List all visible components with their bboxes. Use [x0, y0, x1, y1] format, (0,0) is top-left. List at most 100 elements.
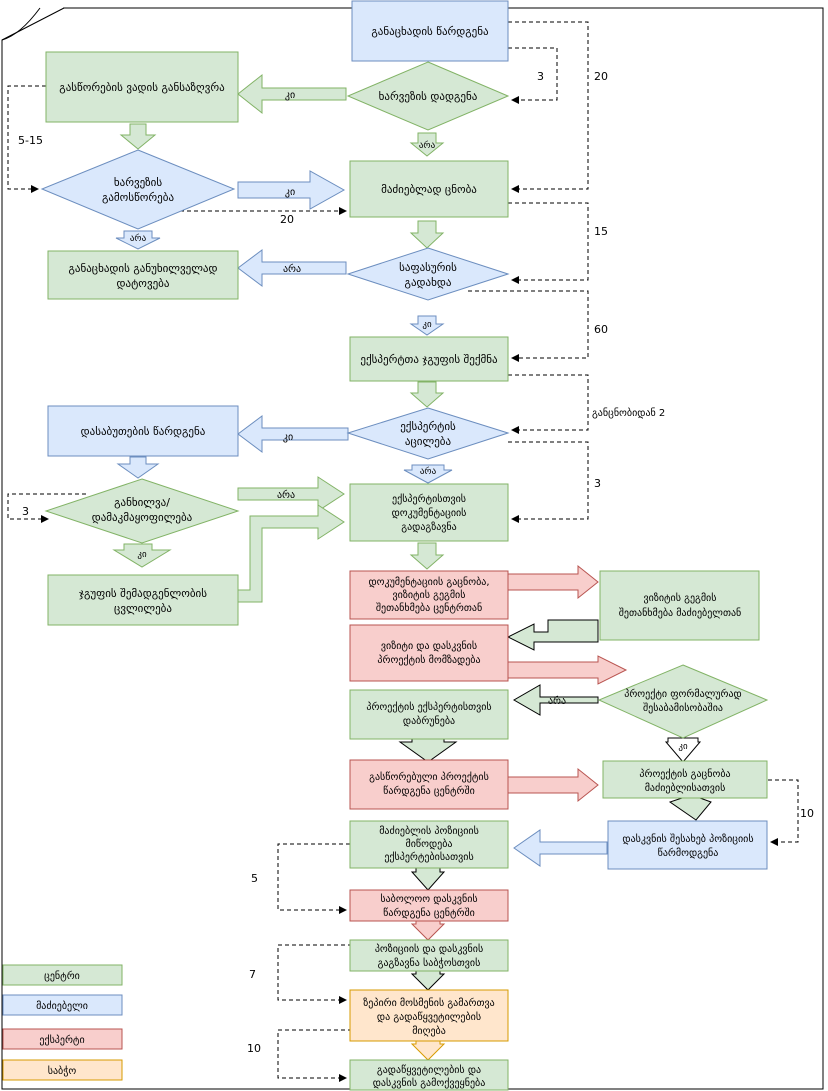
- node-set-fix-deadline: გასწორების ვადის განსაზღვრა: [45, 51, 239, 123]
- node-decision-publish-line-1: გადაწყვეტილების და: [377, 1064, 481, 1076]
- legend: ცენტრი მაძიებელი ექსპერტი საბჭო: [2, 964, 123, 1081]
- arrow-yes-fee: [409, 315, 445, 336]
- node-position-to-experts-line-2: მიწოდება: [406, 838, 453, 850]
- number-20b: 20: [280, 213, 294, 226]
- arrow-down-2: [409, 220, 445, 249]
- connector-3c: [7, 493, 86, 523]
- number-3a: 3: [537, 70, 544, 83]
- decision-cost-fix-line-2: გამოსწორება: [102, 191, 174, 204]
- number-5: 5: [251, 872, 258, 885]
- node-docs-to-experts-line-1: ექსპერტისთვის: [392, 493, 466, 505]
- node-project-to-applicant-line-2: მაძიებლისათვის: [645, 782, 726, 794]
- node-applicant-notice-text: მაძიებლად ცნობა: [381, 183, 477, 196]
- label-no-fee: არა: [283, 263, 301, 275]
- node-group-composition-change: ჯგუფის შემადგენლობის ცვლილება: [47, 574, 239, 626]
- node-hearing-line-1: ზეპირი მოსმენის გამართვა: [363, 997, 494, 1009]
- node-final-report-line-1: საბოლოო დასკვნის: [380, 893, 477, 905]
- label-yes-1: კი: [285, 90, 295, 101]
- decision-fee-paid-line-1: საფასურის: [399, 261, 457, 274]
- connector-after2: [508, 374, 589, 434]
- node-position-to-experts-line-1: მაძიებლის პოზიციის: [379, 825, 479, 837]
- node-decision-publish-line-2: დასკვნის გამოქვეყნება: [373, 1077, 486, 1089]
- decision-cost-determination-text: ხარვეზის დადგენა: [379, 90, 478, 103]
- label-yes-discussion: კი: [137, 550, 147, 560]
- node-justification-submit-text: დასაბუთების წარდგენა: [81, 425, 206, 438]
- arrow-left-position: [513, 829, 608, 867]
- arrow-right-group: [237, 504, 345, 603]
- arrow-left-bend: [506, 619, 599, 651]
- arrow-left-yes-1: [237, 73, 347, 115]
- number-3b: 3: [594, 477, 601, 490]
- node-position-to-experts: მაძიებლის პოზიციის მიწოდება ექსპერტებისა…: [349, 820, 509, 869]
- connector-15: [508, 202, 589, 284]
- arrow-no-2: [115, 230, 161, 250]
- decision-project-compliant-line-1: პროექტი ფორმალურად: [624, 688, 741, 700]
- decision-expert-challenge: ექსპერტის აცილება: [346, 407, 510, 460]
- connector-10b: [277, 1029, 352, 1082]
- arrow-down-7: [410, 970, 446, 991]
- label-no-discussion: არა: [277, 489, 295, 501]
- node-conclusion-position-line-1: დასკვნის შესახებ პოზიციის: [622, 833, 753, 845]
- number-5-15: 5-15: [18, 134, 43, 147]
- frame-corner: [1, 7, 41, 41]
- legend-council-text: საბჭო: [48, 1065, 77, 1077]
- node-submit-application-text: განაცხადის წარდგენა: [371, 25, 489, 38]
- legend-applicant-text: მაძიებელი: [36, 1000, 88, 1012]
- arrow-left-no-compliant: [512, 684, 599, 716]
- decision-cost-fix-line-1: ხარვეზის: [114, 176, 163, 189]
- node-justification-submit: დასაბუთების წარდგენა: [47, 405, 239, 457]
- label-yes-compliant: კი: [678, 742, 688, 752]
- label-no-challenge: არა: [420, 466, 437, 477]
- arrow-down-position: [668, 797, 712, 821]
- node-final-report-line-2: წარდგენა ცენტრში: [383, 907, 475, 919]
- number-10a: 10: [800, 807, 814, 820]
- arrow-down-5: [410, 867, 446, 891]
- node-reject-application-line-1: განაცხადის განუხილველად: [69, 262, 218, 275]
- decision-cost-determination: ხარვეზის დადგენა: [346, 61, 510, 131]
- number-15: 15: [594, 225, 608, 238]
- node-expert-group-creation: ექსპერტთა ჯგუფის შექმნა: [349, 336, 509, 382]
- node-corrected-project-line-2: წარდგენა ცენტრში: [383, 785, 475, 797]
- day-numbers: 3 20 5-15 20 15 60 განცნობიდან 2 3 3 10 …: [18, 70, 814, 1055]
- arrow-yes-discussion: [112, 543, 172, 568]
- arrow-right-red-2: [507, 655, 628, 685]
- arrow-right-red-1: [507, 564, 599, 600]
- node-docs-to-experts-line-3: გადაგზავნა: [401, 521, 456, 533]
- time-connectors: [7, 21, 799, 1082]
- arrow-no-challenge: [403, 464, 453, 484]
- legend-item-expert: ექსპერტი: [2, 1028, 123, 1050]
- number-60: 60: [594, 323, 608, 336]
- decision-cost-fix: ხარვეზის გამოსწორება: [40, 149, 236, 230]
- node-corrected-project: გასწორებული პროექტის წარდგენა ცენტრში: [349, 759, 509, 810]
- node-hearing-line-2: და გადაწყვეტილების: [377, 1011, 481, 1023]
- node-visit-plan-agree-line-1: ვიზიტის გეგმის: [644, 592, 717, 604]
- number-after2: განცნობიდან 2: [592, 407, 665, 419]
- connector-60: [468, 290, 589, 362]
- arrow-down-8: [410, 1040, 446, 1061]
- number-7: 7: [249, 968, 256, 981]
- arrow-left-no-fee: [237, 249, 347, 287]
- node-to-council-line-2: გაგზავნა საბჭოსთვის: [378, 957, 481, 969]
- node-decision-publish: გადაწყვეტილების და დასკვნის გამოქვეყნება: [349, 1059, 509, 1091]
- node-reject-application: განაცხადის განუხილველად დატოვება: [47, 250, 239, 300]
- arrow-right-yes-fix: [237, 170, 346, 210]
- legend-item-council: საბჭო: [2, 1059, 123, 1081]
- node-reject-application-line-2: დატოვება: [117, 277, 170, 290]
- node-expert-group-creation-text: ექსპერტთა ჯგუფის შექმნა: [360, 353, 498, 366]
- connector-3b: [508, 441, 589, 523]
- label-yes-fee: კი: [422, 320, 432, 330]
- arrow-right-no-discussion: [237, 476, 345, 512]
- node-visit-report: ვიზიტი და დასკვნის პროექტის მომზადება: [349, 624, 509, 682]
- node-corrected-project-line-1: გასწორებული პროექტის: [369, 771, 489, 783]
- decision-expert-challenge-line-2: აცილება: [405, 435, 452, 448]
- connector-20a: [508, 21, 589, 193]
- node-visit-report-line-2: პროექტის მომზადება: [377, 654, 480, 666]
- node-set-fix-deadline-text: გასწორების ვადის განსაზღვრა: [59, 81, 225, 94]
- node-doc-review-line-2: ვიზიტის გეგმის: [393, 589, 466, 601]
- arrow-yes-compliant: [664, 737, 702, 763]
- node-project-return: პროექტის ექსპერტისთვის დაბრუნება: [349, 689, 509, 740]
- node-hearing: ზეპირი მოსმენის გამართვა და გადაწყვეტილე…: [349, 989, 509, 1042]
- label-no-fix: არა: [130, 233, 147, 244]
- connector-10a: [768, 779, 799, 846]
- decision-expert-challenge-line-1: ექსპერტის: [400, 420, 456, 433]
